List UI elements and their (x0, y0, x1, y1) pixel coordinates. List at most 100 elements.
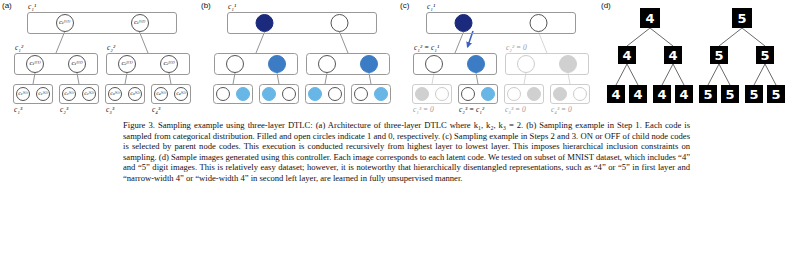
code-label: c₁¹ (228, 2, 236, 11)
digit-image: 5 (767, 85, 785, 103)
code-text: c₁³⁽²⁾ (38, 92, 48, 97)
code-circle: c₂³⁽²⁾ (82, 87, 96, 101)
code-label: c₃³ = 0 (505, 105, 526, 114)
code-text: c₂³⁽²⁾ (84, 92, 94, 97)
tree-circle (574, 88, 587, 101)
digit-text: 5 (771, 88, 780, 101)
code-circle: c₃³⁽²⁾ (128, 87, 142, 101)
code-box: c₁² = c₁¹ (413, 53, 497, 75)
code-circle: c₁²⁽¹⁾ (26, 55, 44, 73)
tree-edge (673, 64, 684, 85)
digit-text: 4 (668, 49, 677, 62)
tree-circle (331, 15, 348, 32)
tree-circle (436, 88, 449, 101)
digit-text: 5 (714, 49, 723, 62)
tree-circle (237, 88, 250, 101)
code-text: c₃³⁽¹⁾ (110, 92, 120, 97)
tree-circle (530, 15, 547, 32)
code-label: c₃³ (106, 105, 114, 114)
tree-circle (283, 88, 296, 101)
code-text: c₁¹⁽²⁾ (134, 20, 145, 26)
tree-g (416, 15, 587, 101)
code-circle: c₄³⁽¹⁾ (154, 87, 168, 101)
code-box: c₁²c₁²⁽¹⁾c₁²⁽²⁾ (14, 53, 98, 75)
code-text: c₃³⁽²⁾ (130, 92, 140, 97)
code-box: c₄³ = 0 (550, 84, 590, 104)
tree-circle (263, 88, 276, 101)
tree-g (233, 32, 371, 84)
digit-text: 4 (657, 88, 666, 101)
code-label: c₂³ = c₁² (459, 105, 484, 114)
code-label: c₁¹ (28, 2, 36, 11)
code-box: c₃³ = 0 (504, 84, 544, 104)
code-text: c₁²⁽¹⁾ (29, 61, 40, 67)
code-circle: c₁³⁽²⁾ (36, 87, 50, 101)
code-label: c₂² (107, 43, 115, 52)
code-circle: c₄³⁽²⁾ (174, 87, 188, 101)
digit-text: 5 (703, 88, 712, 101)
code-text: c₂²⁽¹⁾ (121, 61, 132, 67)
tree-circle (482, 88, 495, 101)
tree-circle (518, 56, 535, 73)
code-label: c₁³ = 0 (413, 105, 434, 114)
digit-image: 4 (675, 85, 693, 103)
tree-circle (217, 88, 230, 101)
tree-circle (227, 56, 244, 73)
digit-image: 5 (710, 46, 728, 64)
digit-image: 4 (629, 85, 647, 103)
digit-text: 4 (645, 12, 654, 25)
panel-label: (c) (400, 1, 409, 10)
tree-edge (627, 64, 638, 85)
digit-text: 4 (633, 88, 642, 101)
digit-image: 5 (721, 85, 739, 103)
figure-caption: Figure 3. Sampling example using three-l… (123, 120, 690, 184)
tree-circle (355, 88, 368, 101)
digit-text: 5 (737, 12, 746, 25)
tree-line (455, 32, 464, 53)
tree-line (340, 32, 349, 53)
tree-circle (560, 56, 577, 73)
code-text: c₁³⁽¹⁾ (18, 92, 28, 97)
digit-text: 4 (679, 88, 688, 101)
tree-edge (56, 32, 65, 53)
digit-image: 4 (664, 46, 682, 64)
code-box: c₂³ = c₁² (458, 84, 498, 104)
digit-image: 5 (745, 85, 763, 103)
tree-g (432, 32, 570, 84)
tree-circle (319, 56, 336, 73)
tree-edge (650, 28, 673, 46)
code-label: c₄³ (152, 105, 160, 114)
tree-circle (329, 88, 342, 101)
digit-image: 4 (618, 46, 636, 64)
code-box: c₃³c₃³⁽¹⁾c₃³⁽²⁾ (105, 84, 145, 104)
tree-circle (426, 56, 443, 73)
tree-circle (554, 88, 567, 101)
code-box: c₂²c₂²⁽¹⁾c₂²⁽²⁾ (106, 53, 190, 75)
code-circle: c₂³⁽¹⁾ (62, 87, 76, 101)
tree-circle (309, 88, 322, 101)
digit-text: 4 (622, 49, 631, 62)
tree-rect (307, 54, 390, 75)
code-label: c₂³ (60, 105, 68, 114)
tree-rect (260, 85, 299, 104)
tree-line (539, 32, 548, 53)
tree-rect (306, 85, 345, 104)
code-box: c₁¹c₁¹⁽¹⁾c₁¹⁽²⁾ (27, 12, 177, 34)
panel-label: (a) (2, 1, 12, 10)
code-circle: c₁¹⁽¹⁾ (56, 14, 74, 32)
digit-text: 4 (611, 88, 620, 101)
tree-edge (708, 64, 719, 85)
tree-circle (528, 88, 541, 101)
code-label: c₁² (15, 43, 23, 52)
code-label: c₄³ = 0 (551, 105, 572, 114)
code-label: c₁² = c₁¹ (414, 43, 439, 52)
code-box: c₂³c₂³⁽¹⁾c₂³⁽²⁾ (59, 84, 99, 104)
digit-image: 4 (607, 85, 625, 103)
code-text: c₁²⁽²⁾ (71, 61, 82, 67)
code-label: c₁³ (14, 105, 22, 114)
code-circle: c₁²⁽²⁾ (68, 55, 86, 73)
code-circle: c₁³⁽¹⁾ (16, 87, 30, 101)
tree-edge (627, 28, 650, 46)
tree-edge (140, 32, 149, 53)
